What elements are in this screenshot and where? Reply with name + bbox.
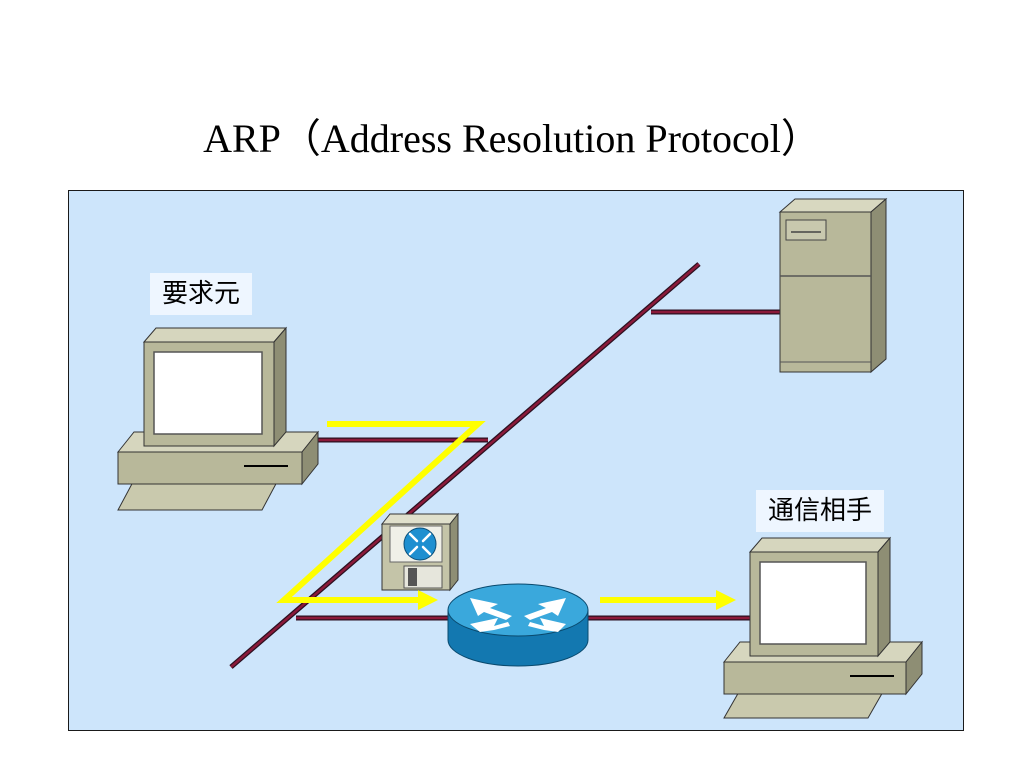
arp-path-arrowhead-right: [716, 590, 736, 610]
floppy-disk-router-icon: [380, 512, 460, 592]
tower-server-icon: [778, 197, 888, 374]
arp-path-arrowhead-left: [418, 590, 438, 610]
arp-packet-path: [276, 421, 736, 610]
target-label: 通信相手: [756, 490, 885, 532]
router-icon: [447, 583, 589, 667]
target-computer-icon: [722, 536, 924, 719]
arp-path-segment: [276, 421, 486, 603]
slide-title: ARP（Address Resolution Protocol）: [203, 116, 821, 161]
requester-label: 要求元: [150, 273, 253, 315]
requester-computer-icon: [116, 326, 320, 511]
